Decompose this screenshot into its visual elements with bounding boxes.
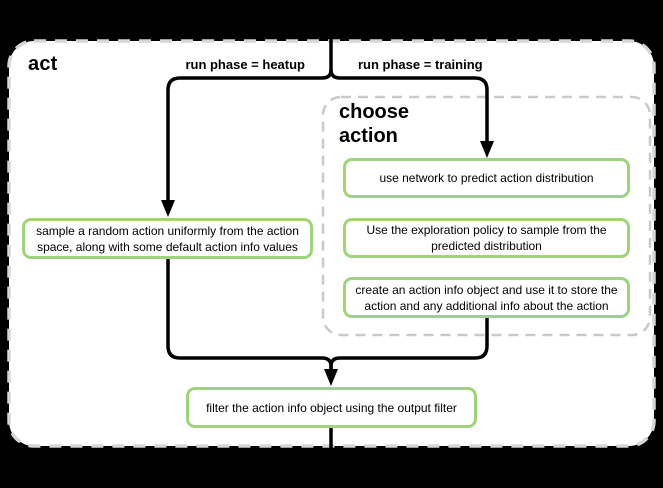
arrowhead-merge-icon [324, 369, 338, 386]
edge-label-heatup: run phase = heatup [185, 57, 305, 72]
diagram-title: act [28, 53, 58, 75]
edge-heatup-branch [166, 69, 333, 201]
arrowhead-training-icon [480, 141, 494, 158]
edge-label-training: run phase = training [358, 57, 483, 72]
node-exploration-policy-sample: Use the exploration policy to sample fro… [343, 218, 630, 258]
choose-action-group-title: choose action [339, 101, 410, 147]
edge-merge-right [329, 317, 489, 370]
node-sample-random-action: sample a random action uniformly from th… [22, 218, 313, 259]
edge-training-branch [329, 69, 489, 142]
node-create-action-info-object: create an action info object and use it … [343, 277, 630, 318]
arrowhead-heatup-icon [161, 200, 175, 217]
node-use-network-predict: use network to predict action distributi… [343, 158, 630, 198]
node-filter-action-info: filter the action info object using the … [186, 387, 477, 428]
